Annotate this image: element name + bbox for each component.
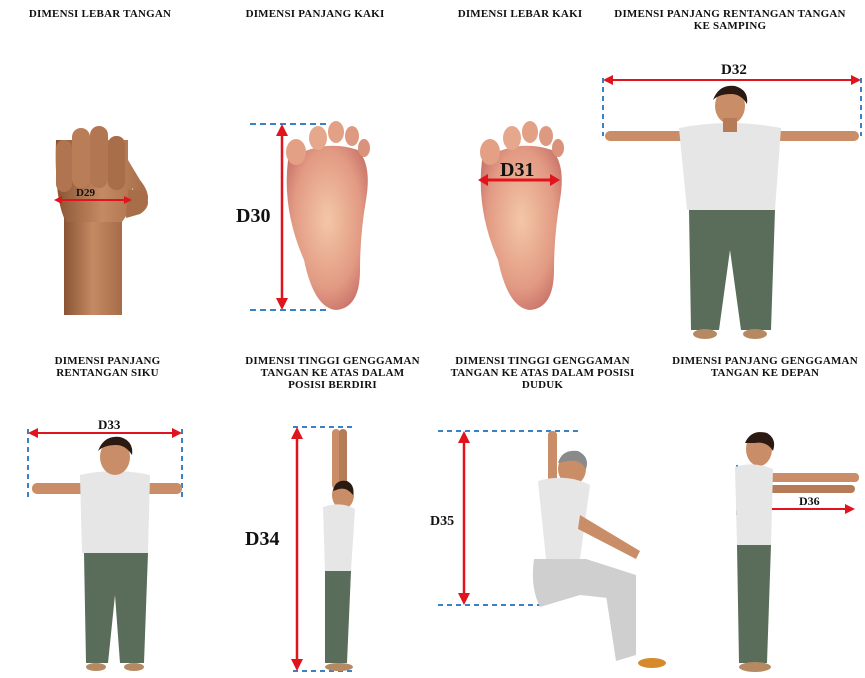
panel-standing-reach: DIMENSI TINGGI GENGGAMAN TANGAN KE ATAS … — [215, 345, 430, 678]
panel-foot-length: DIMENSI PANJANG KAKI D30 — [210, 0, 420, 340]
panel-foot-width: DIMENSI LEBAR KAKI D31 — [420, 0, 620, 340]
foot-illustration: D31 — [420, 0, 620, 340]
hand-illustration: D29 — [0, 0, 200, 340]
panel-arm-span: DIMENSI PANJANG RENTANGAN TANGAN KE SAMP… — [595, 0, 865, 345]
person-illustration: D33 — [0, 345, 215, 678]
panel-forward-reach: DIMENSI PANJANG GENGGAMAN TANGAN KE DEPA… — [655, 345, 865, 678]
panel-elbow-span: DIMENSI PANJANG RENTANGAN SIKU D33 — [0, 345, 215, 678]
d30-label: D30 — [236, 205, 270, 227]
foot-illustration: D30 — [210, 0, 420, 340]
panel-seated-reach: DIMENSI TINGGI GENGGAMAN TANGAN KE ATAS … — [430, 345, 655, 678]
person-illustration: D35 — [430, 345, 655, 678]
person-illustration: D36 — [655, 345, 865, 678]
d36-label: D36 — [799, 494, 820, 508]
d31-label: D31 — [500, 159, 534, 181]
panel-hand-width: DIMENSI LEBAR TANGAN D29 — [0, 0, 200, 340]
d35-label: D35 — [430, 514, 454, 529]
d34-label: D34 — [245, 528, 279, 550]
person-illustration: D34 — [215, 345, 430, 678]
d32-label: D32 — [721, 62, 747, 78]
d33-label: D33 — [98, 417, 121, 432]
d29-label: D29 — [76, 187, 95, 199]
person-illustration: D32 — [595, 0, 865, 345]
